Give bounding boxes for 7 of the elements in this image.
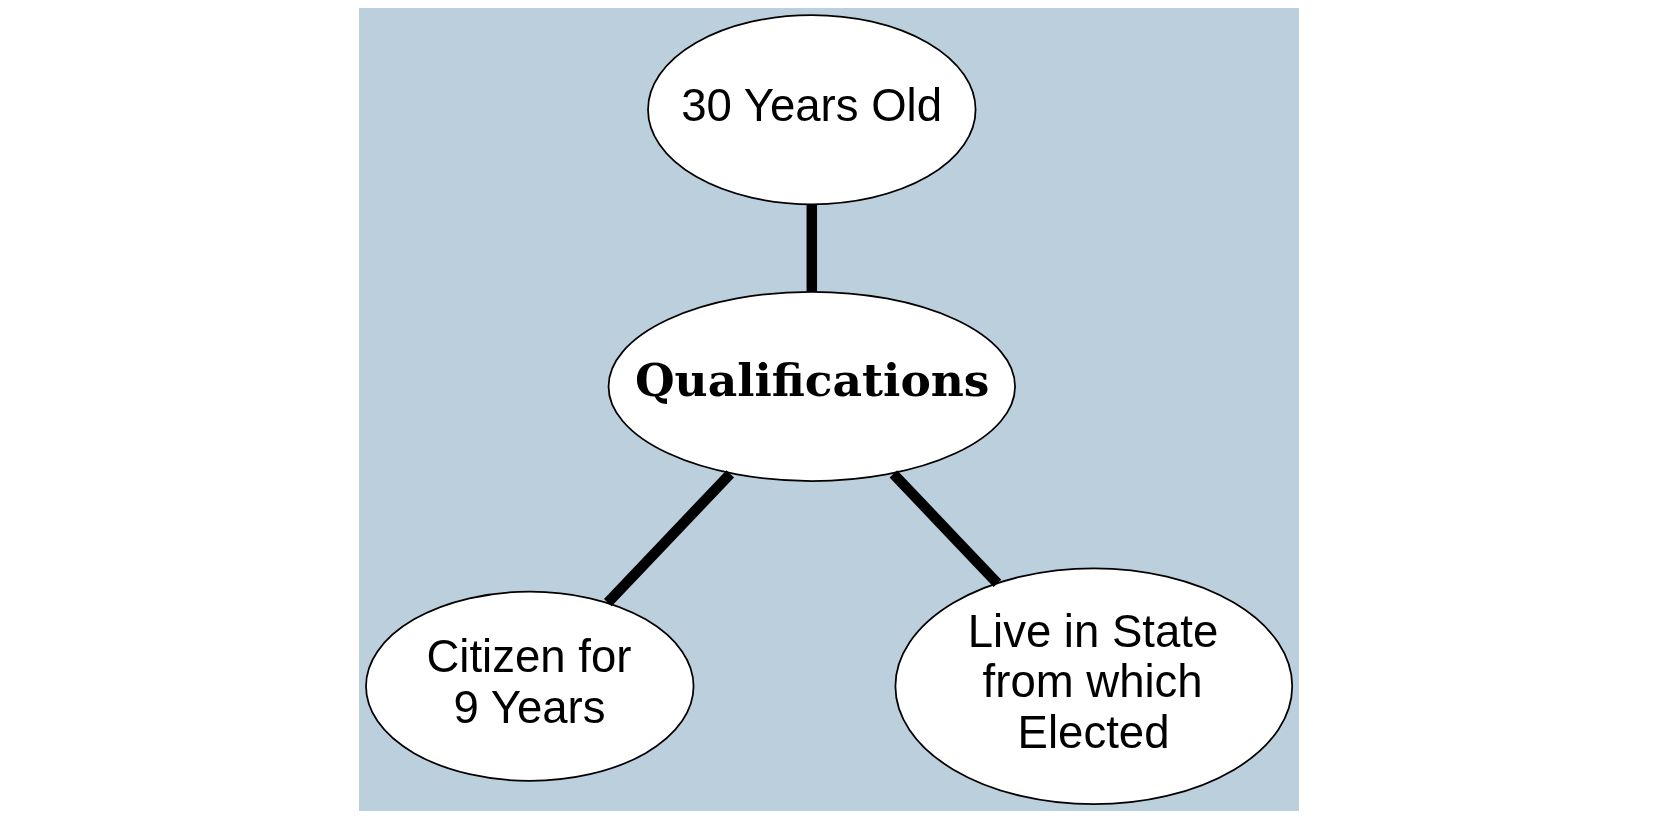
connector: [806, 204, 817, 292]
node-ellipse: Live in State from which Elected: [894, 567, 1293, 806]
node-ellipse: 30 Years Old: [646, 14, 976, 206]
connector: [603, 470, 734, 607]
node-ellipse: Qualifications: [607, 290, 1016, 482]
connector: [889, 470, 1001, 587]
node-ellipse: Citizen for 9 Years: [364, 590, 694, 782]
